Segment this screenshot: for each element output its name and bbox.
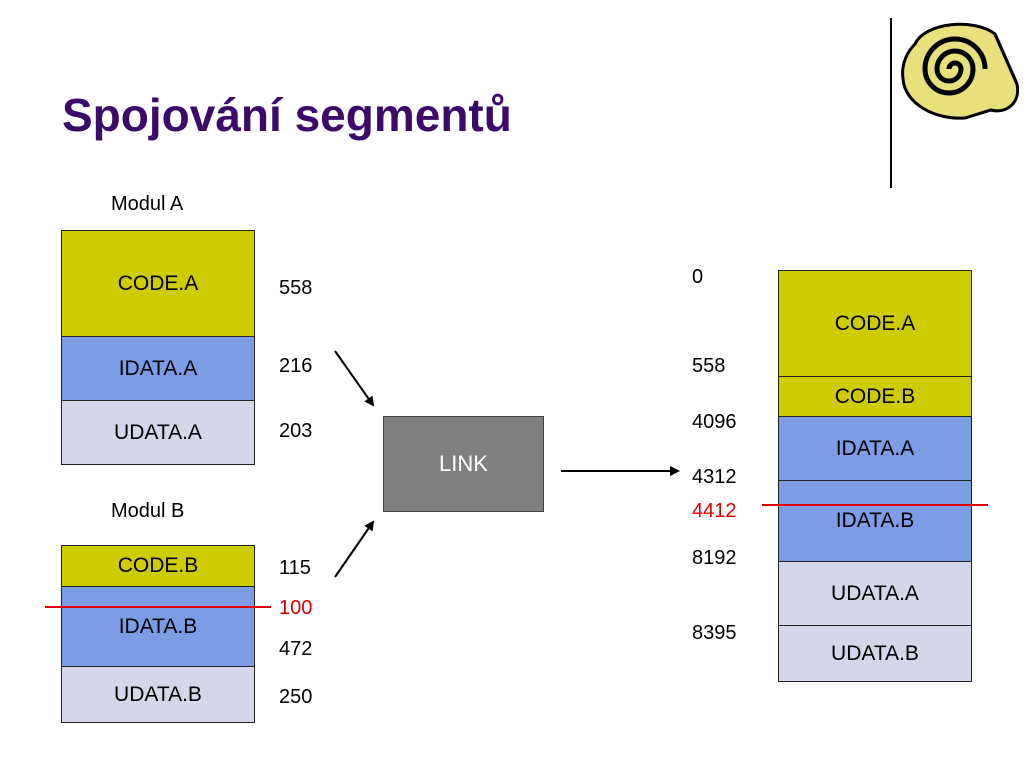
module-b-split-size: 100 [279, 597, 313, 619]
result-address-8395: 8395 [692, 622, 737, 644]
result-code-b-segment: CODE.B [778, 376, 972, 417]
result-idata-b-segment: IDATA.B [778, 480, 972, 562]
module-a-udata-size: 203 [279, 420, 313, 442]
result-address-4096: 4096 [692, 411, 737, 433]
arrow-module-a-to-link [334, 350, 375, 407]
result-udata-a-segment: UDATA.A [778, 561, 972, 626]
result-address-0: 0 [692, 266, 704, 288]
link-box: LINK [383, 416, 544, 512]
module-b-idata-size: 472 [279, 638, 313, 660]
module-a-label: Modul A [111, 193, 184, 215]
result-address-558: 558 [692, 355, 726, 377]
module-b-idata-segment: IDATA.B [61, 586, 255, 667]
result-udata-b-segment: UDATA.B [778, 625, 972, 682]
module-b-label: Modul B [111, 500, 185, 522]
module-a-idata-segment: IDATA.A [61, 336, 255, 401]
page-title: Spojování segmentů [62, 89, 512, 141]
result-idata-a-segment: IDATA.A [778, 416, 972, 481]
arrow-module-b-to-link [334, 520, 375, 578]
module-b-code-size: 115 [279, 557, 311, 579]
scroll-icon [901, 22, 1020, 120]
module-a-code-size: 558 [279, 277, 313, 299]
module-b-udata-segment: UDATA.B [61, 666, 255, 723]
result-address-4412: 4412 [692, 500, 737, 522]
module-a-idata-size: 216 [279, 355, 313, 377]
module-b-udata-size: 250 [279, 686, 313, 708]
module-b-code-segment: CODE.B [61, 545, 255, 587]
result-address-8192: 8192 [692, 547, 737, 569]
module-a-udata-segment: UDATA.A [61, 400, 255, 465]
result-address-4312: 4312 [692, 466, 737, 488]
title-divider [890, 18, 892, 188]
